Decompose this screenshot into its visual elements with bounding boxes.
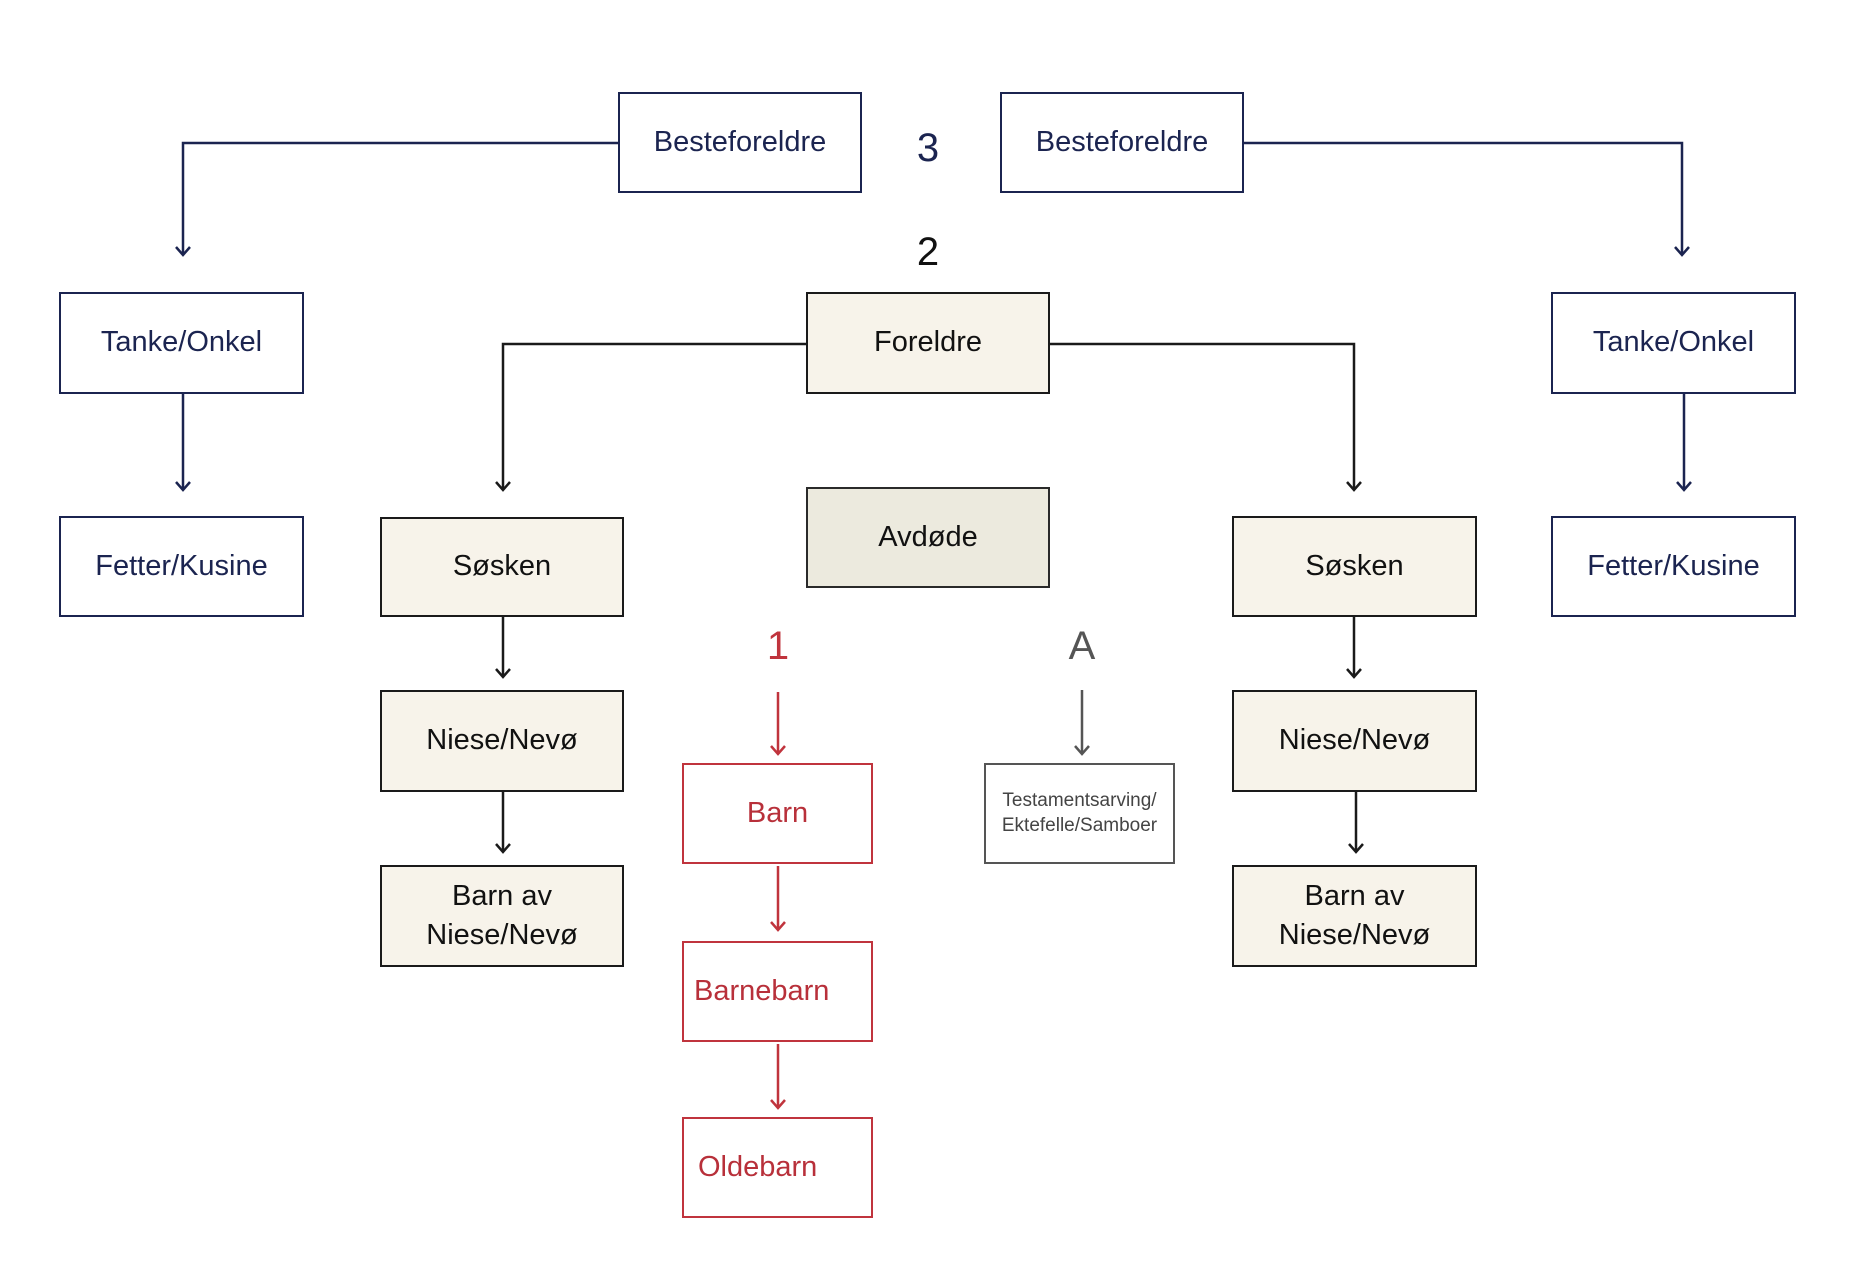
class-2-label: 2 (916, 230, 940, 274)
cousin-left-box: Fetter/Kusine (59, 516, 304, 617)
class-3-label: 3 (916, 126, 940, 170)
aunt-uncle-right-label: Tanke/Onkel (1592, 326, 1755, 359)
parents-label: Foreldre (874, 326, 982, 359)
parents-box: Foreldre (806, 292, 1050, 394)
testament-line1: Testamentsarving/ (1002, 789, 1157, 811)
grandniece-right-line2: Niese/Nevø (1278, 919, 1431, 951)
testament-line2: Ektefelle/Samboer (1001, 814, 1158, 836)
grandniece-right-line1: Barn av (1304, 879, 1405, 912)
grandparents-right-box: Besteforeldre (1000, 92, 1244, 193)
grandniece-left-line2: Niese/Nevø (426, 919, 578, 951)
aunt-uncle-left-label: Tanke/Onkel (100, 326, 263, 359)
cousin-right-label: Fetter/Kusine (1587, 549, 1760, 582)
connector-grandparents-right (1244, 141, 1690, 257)
grandparents-left-box: Besteforeldre (618, 92, 862, 193)
siblings-right-label: Søsken (1305, 549, 1404, 582)
connector-grandparents-left (175, 141, 618, 257)
deceased-label: Avdøde (878, 520, 978, 553)
cousin-right-box: Fetter/Kusine (1551, 516, 1796, 617)
connector-parents-right (1050, 342, 1362, 492)
niece-nephew-left-box: Niese/Nevø (380, 690, 624, 792)
great-grandchild-label: Oldebarn (698, 1150, 818, 1183)
siblings-right-box: Søsken (1232, 516, 1477, 617)
aunt-uncle-left-box: Tanke/Onkel (59, 292, 304, 394)
grandchild-label: Barnebarn (694, 974, 830, 1007)
great-grandchild-box: Oldebarn (682, 1117, 873, 1218)
class-1-label: 1 (766, 624, 790, 668)
cousin-left-label: Fetter/Kusine (95, 549, 268, 582)
deceased-box: Avdøde (806, 487, 1050, 588)
grandparents-left-label: Besteforeldre (653, 125, 827, 158)
siblings-left-label: Søsken (452, 550, 552, 583)
class-a-label: A (1068, 624, 1096, 668)
niece-nephew-right-box: Niese/Nevø (1232, 690, 1477, 792)
connector-parents-left (495, 342, 806, 492)
child-label: Barn (746, 796, 809, 829)
niece-nephew-left-label: Niese/Nevø (426, 724, 578, 757)
grandchild-box: Barnebarn (682, 941, 873, 1042)
grandniece-right-box: Barn av Niese/Nevø (1232, 865, 1477, 967)
child-box: Barn (682, 763, 873, 864)
niece-nephew-right-label: Niese/Nevø (1278, 724, 1431, 757)
siblings-left-box: Søsken (380, 517, 624, 617)
grandniece-left-box: Barn av Niese/Nevø (380, 865, 624, 967)
grandniece-left-line1: Barn av (452, 879, 552, 912)
grandparents-right-label: Besteforeldre (1035, 125, 1209, 158)
testament-heir-box: Testamentsarving/ Ektefelle/Samboer (984, 763, 1175, 864)
aunt-uncle-right-box: Tanke/Onkel (1551, 292, 1796, 394)
